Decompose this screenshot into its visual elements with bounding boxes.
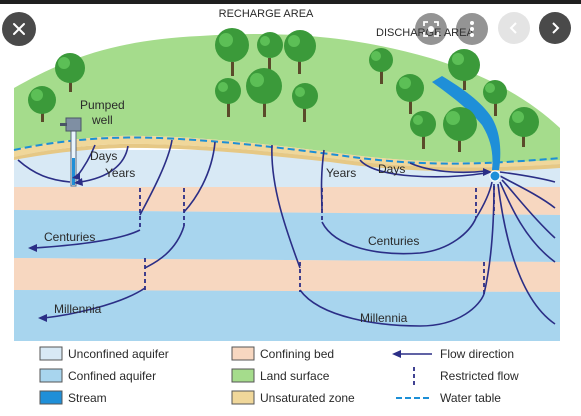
legend-label: Unsaturated zone <box>260 391 355 405</box>
confining-bed-swatch <box>231 346 255 361</box>
confined-aquifer-upper <box>14 210 560 262</box>
flow-line-centuries-right <box>321 217 477 255</box>
arrow-head <box>483 168 492 176</box>
pumped-well <box>60 117 82 187</box>
legend-land: Land surface <box>231 368 330 383</box>
legend-unconfined: Unconfined aquifer <box>39 346 169 361</box>
tree <box>55 53 85 92</box>
tree <box>246 68 282 117</box>
legend-confining: Confining bed <box>231 346 334 361</box>
unsaturated-zone-swatch <box>231 390 255 405</box>
tree <box>28 86 56 122</box>
flow-line-millennia-right <box>299 289 485 327</box>
legend-water-table: Water table <box>396 391 501 405</box>
stream <box>432 76 501 170</box>
days-label-right: Days <box>378 162 405 176</box>
confined-aquifer-swatch <box>39 368 63 383</box>
more-options-button[interactable] <box>456 13 488 45</box>
flow-line-centuries-left <box>33 229 141 249</box>
legend-label: Flow direction <box>440 347 514 361</box>
recharge-area-label: RECHARGE AREA <box>219 8 314 20</box>
years-label-left: Years <box>105 166 135 180</box>
pump-head <box>65 117 82 132</box>
unsaturated-zone-edge <box>14 143 560 172</box>
flow-direction-arrow-icon <box>392 350 401 358</box>
tree <box>396 74 424 114</box>
restricted-flow-segments <box>139 186 495 294</box>
visual-search-button[interactable] <box>415 13 447 45</box>
trees <box>28 28 539 152</box>
tree <box>483 80 507 116</box>
confined-aquifer-lower <box>14 290 560 341</box>
tree <box>292 83 318 122</box>
unconfined-aquifer-swatch <box>39 346 63 361</box>
unsaturated-zone <box>14 135 560 168</box>
arrow-head <box>72 172 80 180</box>
more-vertical-icon <box>470 21 474 37</box>
close-icon <box>13 23 25 35</box>
legend-label: Unconfined aquifer <box>68 347 169 361</box>
legend-label: Confined aquifer <box>68 369 156 383</box>
flow-line-left-edge <box>17 159 71 183</box>
arrow-head <box>74 178 83 186</box>
flow-arrowheads <box>28 168 492 322</box>
top-bar <box>0 0 581 4</box>
legend-restricted: Restricted flow <box>413 367 519 386</box>
stream-swatch <box>39 390 63 405</box>
flow-line-years-left <box>79 145 129 183</box>
well-water <box>72 158 75 185</box>
pump-spout <box>60 123 67 126</box>
tree <box>215 28 249 76</box>
millennia-label-left: Millennia <box>54 302 102 316</box>
tree <box>509 107 539 147</box>
tree <box>410 111 436 149</box>
chevron-right-icon <box>552 22 560 34</box>
discharge-point <box>489 170 501 182</box>
ground-cross-section <box>13 34 561 341</box>
tree <box>443 107 477 152</box>
legend-label: Stream <box>68 391 107 405</box>
tree <box>257 32 283 72</box>
flow-lines <box>17 139 556 327</box>
legend-label: Restricted flow <box>440 369 519 383</box>
tree <box>369 48 393 84</box>
arrow-head <box>38 314 47 322</box>
tree <box>215 78 241 117</box>
land-surface-swatch <box>231 368 255 383</box>
close-button[interactable] <box>2 12 36 46</box>
legend: Unconfined aquifer Confining bed Flow di… <box>39 346 519 405</box>
millennia-label-right: Millennia <box>360 311 408 325</box>
centuries-label-right: Centuries <box>368 234 419 248</box>
confining-bed-lower <box>14 258 560 292</box>
legend-label: Confining bed <box>260 347 334 361</box>
chevron-left-icon <box>509 22 517 34</box>
legend-label: Water table <box>440 391 501 405</box>
centuries-label-left: Centuries <box>44 230 95 244</box>
flow-line-millennia-left <box>43 287 146 319</box>
flow-line-years-right <box>359 159 487 178</box>
legend-label: Land surface <box>260 369 330 383</box>
water-table-line <box>13 136 561 165</box>
pumped-well-label-line1: Pumped <box>80 98 125 112</box>
years-label-right: Years <box>326 166 356 180</box>
legend-confined: Confined aquifer <box>39 368 156 383</box>
lens-icon <box>423 21 439 37</box>
days-label-left: Days <box>90 149 117 163</box>
tree <box>448 49 480 90</box>
arrow-head <box>28 244 37 252</box>
tree <box>284 30 316 74</box>
legend-unsaturated: Unsaturated zone <box>231 390 355 405</box>
legend-stream: Stream <box>39 390 107 405</box>
legend-flow: Flow direction <box>392 347 514 361</box>
previous-button[interactable] <box>498 12 530 44</box>
next-button[interactable] <box>539 12 571 44</box>
flow-line-days-right <box>409 162 487 174</box>
pumped-well-label-line2: well <box>91 113 113 127</box>
